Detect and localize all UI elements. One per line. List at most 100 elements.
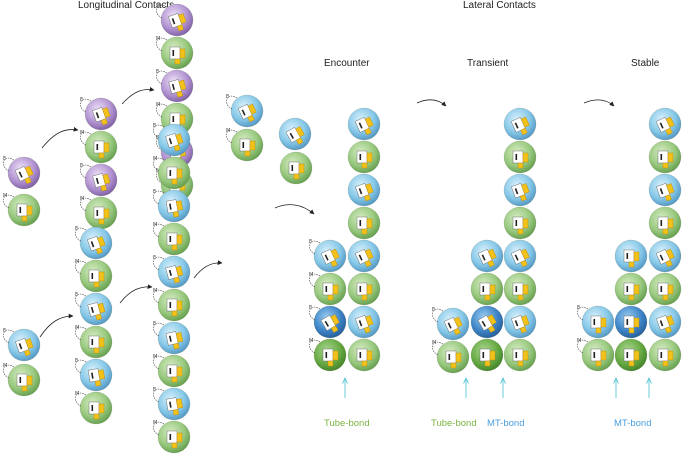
subunit-mark: E [80,97,83,103]
beta-tubulin [648,173,682,207]
beta-tubulin [503,107,537,141]
alpha-tubulin: M [153,156,191,190]
alpha-tubulin: M [156,36,194,70]
heading-lateral-contacts: Lateral Contacts [463,0,536,11]
subunit-mark: M [309,272,313,278]
alpha-tubulin [648,338,682,372]
subunit-mark: M [80,196,84,202]
alpha-tubulin: M [153,222,191,256]
beta-tubulin [503,173,537,207]
beta-tubulin: E [577,305,615,339]
reaction-arrows [39,86,649,398]
subunit-mark: E [3,156,6,162]
tubulin-subunits: EMMEMEMEMEMEEMMEMEMEMEMEMEMEMEEMMEMEMEME [3,3,682,454]
beta-tubulin [648,107,682,141]
label-tube-bond-transient: Tube-bond [431,418,477,429]
subunit-mark: E [153,387,156,393]
subunit-mark: M [309,338,313,344]
beta-tubulin: E [432,307,470,341]
subunit-mark: E [577,305,580,311]
label-mt-bond-stable: MT-bond [614,418,652,429]
alpha-tubulin [648,140,682,174]
alpha-tubulin [347,140,381,174]
beta-tubulin: E [226,94,264,128]
subunit-mark: E [153,123,156,129]
subunit-mark: M [75,391,79,397]
reaction-arrow [121,86,155,105]
beta-tubulin-gdp: E [80,163,118,197]
alpha-tubulin [503,206,537,240]
alpha-tubulin [503,140,537,174]
beta-tubulin [614,239,648,273]
alpha-tubulin [470,272,504,306]
beta-tubulin-bonded [470,305,504,339]
alpha-tubulin [503,272,537,306]
beta-tubulin [347,173,381,207]
alpha-tubulin-bonded [470,338,504,372]
reaction-arrow [119,284,153,304]
subunit-mark: E [75,292,78,298]
beta-tubulin: E [153,255,191,289]
alpha-tubulin: M [226,128,264,162]
beta-tubulin [648,305,682,339]
alpha-tubulin [279,151,313,185]
alpha-tubulin [614,272,648,306]
beta-tubulin [347,239,381,273]
beta-tubulin-gdp: E [80,97,118,131]
alpha-tubulin: M [153,420,191,454]
alpha-tubulin: M [75,391,113,425]
subunit-mark: M [432,340,436,346]
subunit-mark: E [309,239,312,245]
beta-tubulin [347,305,381,339]
alpha-tubulin-bonded [614,338,648,372]
alpha-tubulin: M [153,354,191,388]
alpha-tubulin: M [3,193,41,227]
alpha-tubulin: M [153,288,191,322]
heading-encounter: Encounter [324,58,370,69]
subunit-mark: E [153,321,156,327]
subunit-mark: M [153,420,157,426]
alpha-tubulin: M [75,325,113,359]
subunit-mark: M [577,338,581,344]
subunit-mark: E [432,307,435,313]
subunit-mark: M [156,36,160,42]
beta-tubulin [347,107,381,141]
beta-tubulin-gdp: E [3,156,41,190]
beta-tubulin: E [153,189,191,223]
subunit-mark: E [75,226,78,232]
subunit-mark: M [80,130,84,136]
alpha-tubulin: M [577,338,615,372]
alpha-tubulin [648,272,682,306]
beta-tubulin [648,239,682,273]
beta-tubulin-gdp: E [156,3,194,37]
reaction-arrow [583,99,615,107]
reaction-arrow [274,204,315,215]
heading-longitudinal-contacts: Longitudinal Contacts [78,0,175,11]
subunit-mark: M [75,259,79,265]
alpha-tubulin [347,338,381,372]
subunit-mark: E [80,163,83,169]
subunit-mark: E [309,305,312,311]
reaction-arrow [39,313,74,338]
beta-tubulin: E [153,387,191,421]
beta-tubulin: E [75,226,113,260]
subunit-mark: E [3,328,6,334]
label-mt-bond-transient: MT-bond [487,418,525,429]
beta-tubulin: E [153,321,191,355]
heading-stable: Stable [631,58,660,69]
beta-tubulin: E [75,292,113,326]
beta-tubulin [503,239,537,273]
beta-tubulin: E [75,358,113,392]
subunit-mark: M [3,193,7,199]
beta-tubulin-gdp: E [156,69,194,103]
alpha-tubulin [648,206,682,240]
alpha-tubulin: M [432,340,470,374]
heading-transient: Transient [467,58,509,69]
subunit-mark: E [153,189,156,195]
beta-tubulin-bonded: E [309,305,347,339]
subunit-mark: M [156,102,160,108]
alpha-tubulin: M [3,363,41,397]
subunit-mark: M [153,156,157,162]
reaction-arrow [416,99,447,107]
